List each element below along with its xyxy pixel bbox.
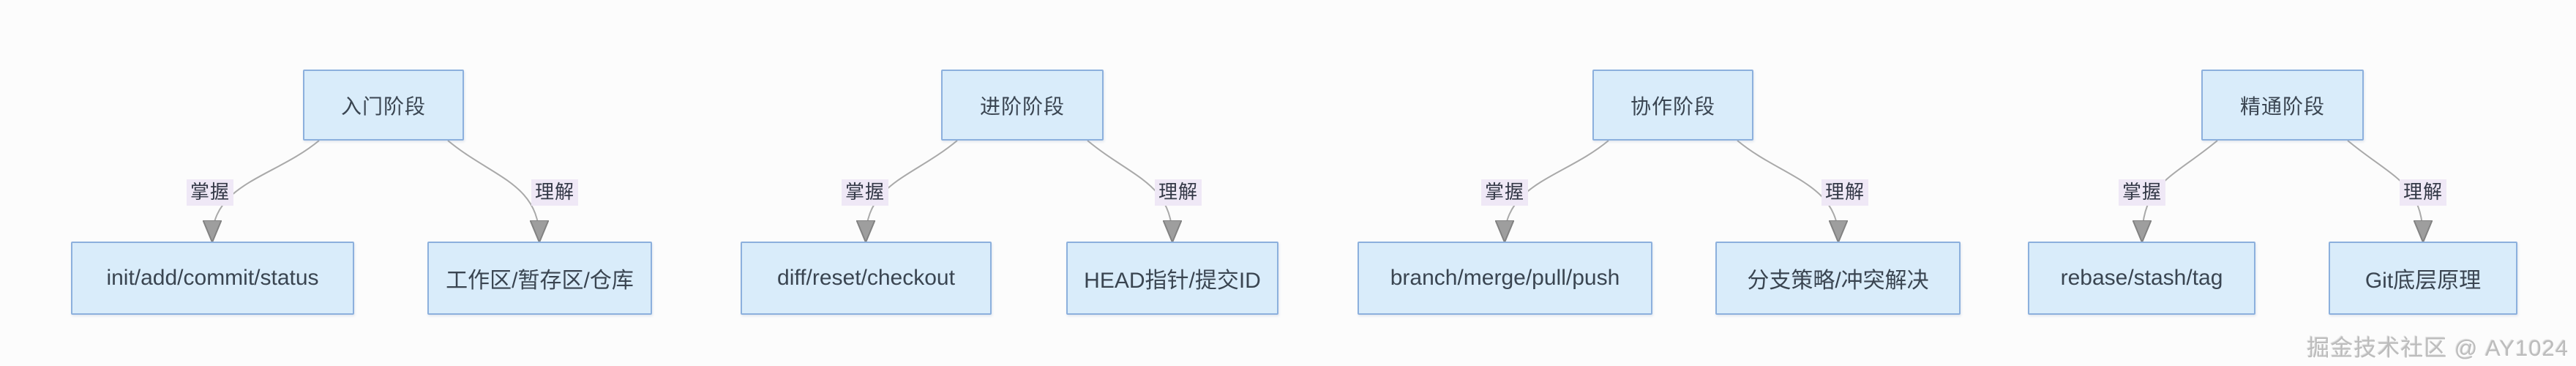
edge-label-stage2-understand: 理解 bbox=[1154, 179, 1202, 206]
edge-label-stage1-understand: 理解 bbox=[531, 179, 579, 206]
leaf-node-stage4-commands: rebase/stash/tag bbox=[2028, 242, 2255, 315]
edge-label-stage1-master: 掌握 bbox=[186, 179, 234, 206]
leaf-node-stage2-commands: diff/reset/checkout bbox=[741, 242, 992, 315]
root-node-stage1: 入门阶段 bbox=[303, 70, 464, 141]
connector-stage1-understand bbox=[447, 140, 539, 239]
connector-stage1-master bbox=[212, 140, 320, 239]
edge-label-stage4-understand: 理解 bbox=[2399, 179, 2447, 206]
edge-label-stage4-master: 掌握 bbox=[2118, 179, 2166, 206]
root-node-stage4: 精通阶段 bbox=[2201, 70, 2364, 141]
leaf-node-stage2-concepts: HEAD指针/提交ID bbox=[1066, 242, 1278, 315]
connector-stage2-understand bbox=[1087, 140, 1172, 239]
root-node-stage2: 进阶阶段 bbox=[941, 70, 1104, 141]
leaf-node-stage1-concepts: 工作区/暂存区/仓库 bbox=[427, 242, 652, 315]
leaf-node-stage1-commands: init/add/commit/status bbox=[71, 242, 354, 315]
connector-stage2-master bbox=[866, 140, 958, 239]
connector-stage3-master bbox=[1505, 140, 1609, 239]
edge-label-stage3-master: 掌握 bbox=[1480, 179, 1529, 206]
leaf-node-stage3-commands: branch/merge/pull/push bbox=[1358, 242, 1652, 315]
connector-stage3-understand bbox=[1737, 140, 1838, 239]
edge-label-stage3-understand: 理解 bbox=[1821, 179, 1869, 206]
leaf-node-stage3-concepts: 分支策略/冲突解决 bbox=[1715, 242, 1961, 315]
leaf-node-stage4-concepts: Git底层原理 bbox=[2329, 242, 2517, 315]
root-node-stage3: 协作阶段 bbox=[1592, 70, 1753, 141]
watermark-text: 掘金技术社区 @ AY1024 bbox=[2307, 335, 2569, 361]
edge-label-stage2-master: 掌握 bbox=[841, 179, 889, 206]
